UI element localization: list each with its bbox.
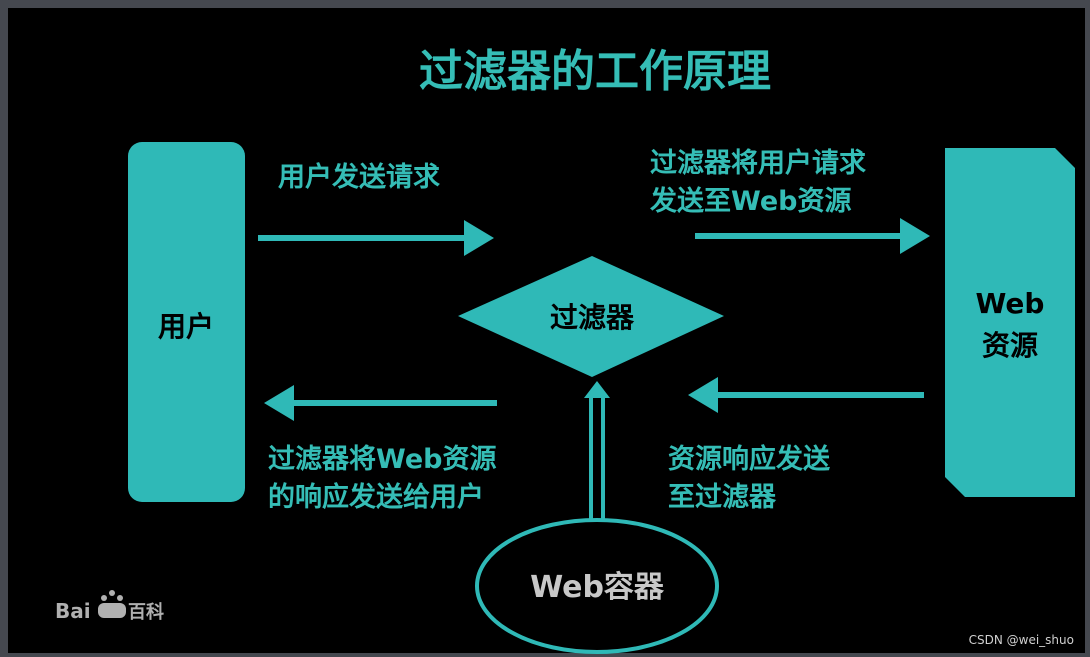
container-node: Web容器 — [475, 518, 719, 654]
baidu-logo: Bai 百科 — [55, 590, 164, 623]
label-user-request: 用户发送请求 — [278, 161, 440, 193]
web-resource-label-line2: 资源 — [982, 329, 1038, 362]
diagram-title: 过滤器的工作原理 — [419, 46, 771, 97]
user-label: 用户 — [158, 310, 214, 343]
arrow-container-to-filter — [584, 381, 610, 522]
user-node: 用户 — [128, 142, 245, 502]
csdn-watermark: CSDN @wei_shuo — [969, 633, 1074, 647]
label-forward-line2: 发送至Web资源 — [649, 185, 851, 217]
filter-label: 过滤器 — [550, 301, 635, 334]
label-resource-response-line2: 至过滤器 — [668, 482, 777, 513]
label-response-to-user-line1: 过滤器将Web资源 — [268, 444, 496, 475]
svg-text:Bai: Bai — [55, 599, 91, 623]
label-forward-line1: 过滤器将用户请求 — [650, 147, 866, 179]
label-response-to-user-line2: 的响应发送给用户 — [268, 481, 484, 513]
container-label: Web容器 — [530, 570, 665, 605]
web-resource-label-line1: Web — [976, 287, 1045, 320]
label-resource-response-line1: 资源响应发送 — [668, 443, 830, 475]
filter-node: 过滤器 — [458, 256, 724, 377]
svg-text:百科: 百科 — [128, 601, 164, 623]
web-resource-node: Web 资源 — [945, 148, 1075, 497]
